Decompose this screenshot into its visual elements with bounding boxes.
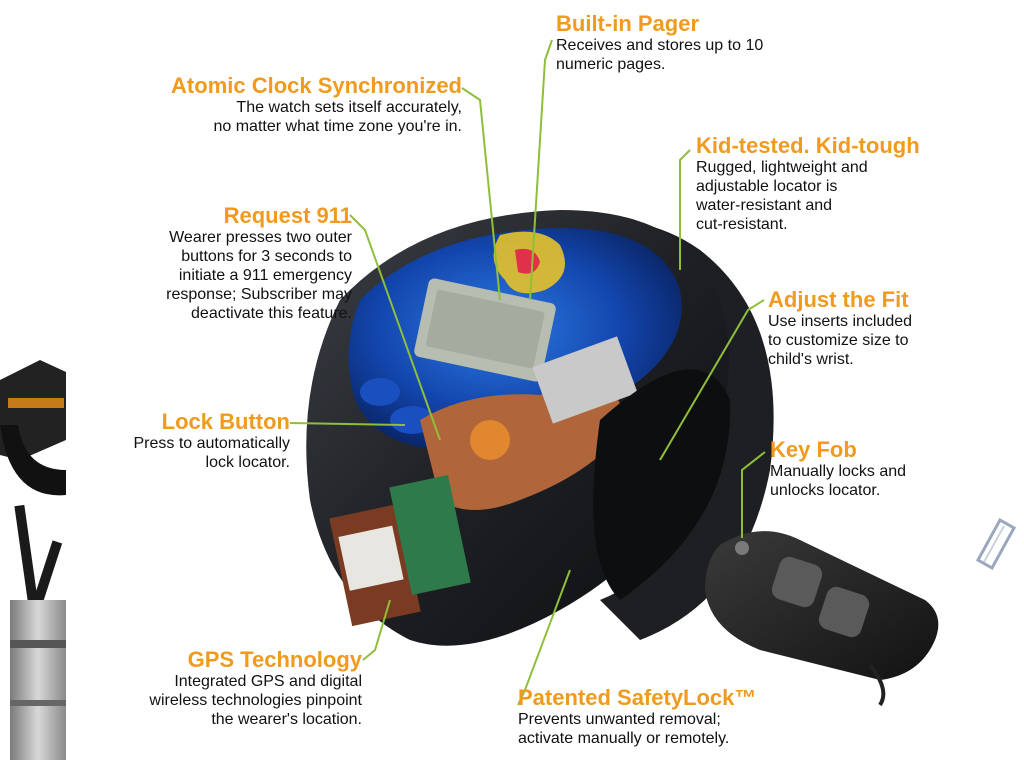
callout-title: Adjust the Fit bbox=[768, 287, 909, 312]
leader-kid bbox=[679, 149, 691, 270]
callout-desc: Integrated GPS and digital wireless tech… bbox=[149, 673, 362, 728]
leader-gps bbox=[362, 599, 391, 661]
callout-title: Key Fob bbox=[770, 437, 857, 462]
callout-safety: Patented SafetyLock™ Prevents unwanted r… bbox=[518, 686, 756, 748]
leader-safety bbox=[517, 569, 571, 706]
callout-desc: Use inserts included to customize size t… bbox=[768, 313, 913, 368]
callout-desc: The watch sets itself accurately, no mat… bbox=[213, 99, 462, 135]
leader-lock bbox=[289, 422, 406, 426]
leader-atomic bbox=[461, 87, 501, 301]
callout-atomic: Atomic Clock Synchronized The watch sets… bbox=[171, 74, 462, 136]
side-device-antenna-icon bbox=[10, 504, 66, 760]
callout-pager: Built-in Pager Receives and stores up to… bbox=[556, 12, 763, 74]
callout-desc: Receives and stores up to 10 numeric pag… bbox=[556, 37, 764, 73]
callout-title: Kid-tested. Kid-tough bbox=[696, 133, 920, 158]
callout-fob: Key Fob Manually locks and unlocks locat… bbox=[770, 438, 906, 500]
callout-request: Request 911 Wearer presses two outer but… bbox=[166, 204, 352, 323]
leader-fob bbox=[741, 451, 766, 538]
callout-desc: Prevents unwanted removal; activate manu… bbox=[518, 711, 730, 747]
leader-fit bbox=[659, 299, 765, 461]
callout-title: Atomic Clock Synchronized bbox=[171, 73, 462, 98]
callout-title: Patented SafetyLock™ bbox=[518, 685, 757, 710]
callout-fit: Adjust the Fit Use inserts included to c… bbox=[768, 288, 912, 369]
callout-kid: Kid-tested. Kid-tough Rugged, lightweigh… bbox=[696, 134, 920, 234]
callout-desc: Manually locks and unlocks locator. bbox=[770, 463, 907, 499]
callout-title: GPS Technology bbox=[187, 647, 362, 672]
callout-desc: Wearer presses two outer buttons for 3 s… bbox=[166, 229, 352, 322]
leader-request bbox=[349, 214, 441, 441]
callout-lock: Lock Button Press to automatically lock … bbox=[133, 410, 290, 472]
callout-desc: Rugged, lightweight and adjustable locat… bbox=[696, 159, 868, 233]
callout-desc: Press to automatically lock locator. bbox=[133, 435, 290, 471]
leader-lines bbox=[289, 39, 766, 706]
leader-pager bbox=[529, 39, 553, 301]
side-device-cable-icon bbox=[975, 517, 1017, 571]
side-device-strap-icon bbox=[0, 360, 66, 496]
callout-title: Lock Button bbox=[161, 409, 290, 434]
gps-locator-watch-icon bbox=[306, 210, 774, 646]
callout-title: Request 911 bbox=[223, 203, 352, 228]
key-fob-icon bbox=[705, 531, 939, 707]
callout-title: Built-in Pager bbox=[556, 11, 700, 36]
callout-gps: GPS Technology Integrated GPS and digita… bbox=[149, 648, 362, 729]
